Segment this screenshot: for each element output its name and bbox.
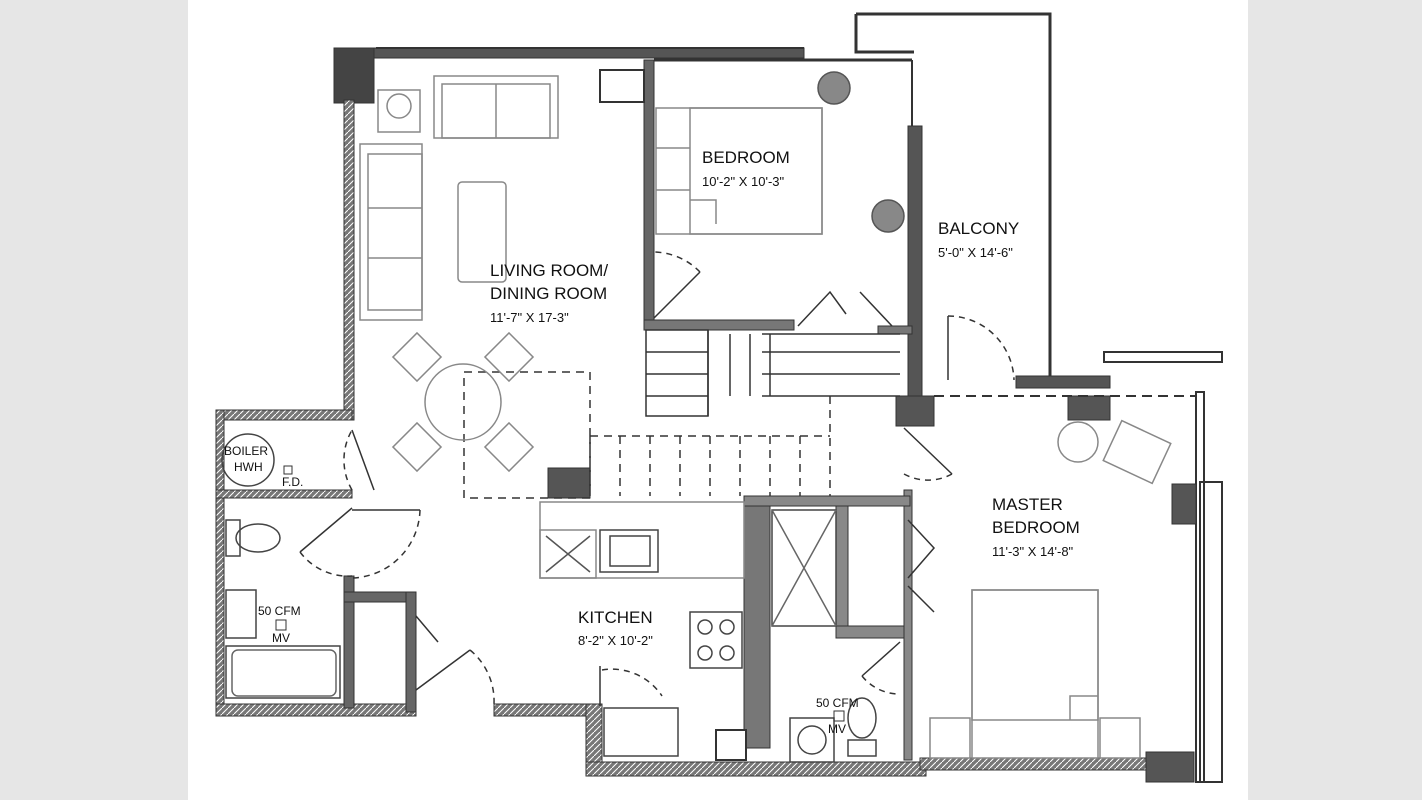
- living-dims: 11'-7" X 17-3": [490, 310, 569, 325]
- fan-2-label: 50 CFM: [816, 696, 859, 710]
- fan-2-sub: MV: [828, 722, 846, 736]
- balcony-dims: 5'-0" X 14'-6": [938, 245, 1013, 260]
- boiler-label-line2: HWH: [234, 460, 263, 474]
- living-name-line1: LIVING ROOM/: [490, 261, 608, 280]
- kitchen-name: KITCHEN: [578, 608, 653, 627]
- boiler-label-line1: BOILER: [224, 444, 268, 458]
- doors: [299, 251, 1015, 706]
- fan-1-icon: [275, 619, 287, 631]
- fan-1-sub: MV: [272, 631, 290, 645]
- fan-2-icon: [833, 710, 845, 722]
- walls: [215, 12, 1223, 783]
- room-labels: BEDROOM 10'-2" X 10'-3" BALCONY 5'-0" X …: [490, 148, 1080, 648]
- floor-drain-label: F.D.: [282, 475, 303, 489]
- stairs: [463, 329, 900, 499]
- fan-1-label: 50 CFM: [258, 604, 301, 618]
- master-name-line1: MASTER: [992, 495, 1063, 514]
- floor-drain-icon: [283, 465, 293, 475]
- master-name-line2: BEDROOM: [992, 518, 1080, 537]
- furniture: [221, 71, 1172, 763]
- balcony-name: BALCONY: [938, 219, 1019, 238]
- fixture-labels: BOILER HWH F.D. 50 CFM MV 50 CFM MV: [224, 444, 859, 736]
- kitchen-dims: 8'-2" X 10'-2": [578, 633, 653, 648]
- bedroom-dims: 10'-2" X 10'-3": [702, 174, 785, 189]
- living-name-line2: DINING ROOM: [490, 284, 607, 303]
- bedroom-name: BEDROOM: [702, 148, 790, 167]
- master-dims: 11'-3" X 14'-8": [992, 544, 1074, 559]
